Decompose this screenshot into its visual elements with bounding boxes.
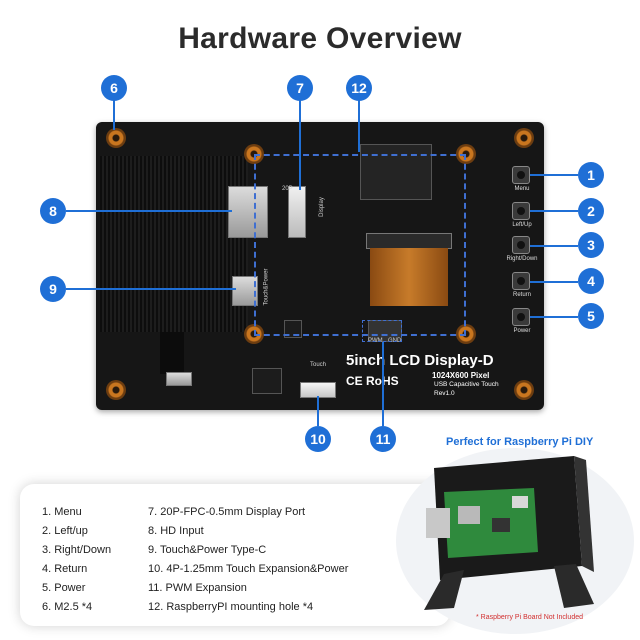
callout-line [530,245,578,247]
fpc-display-port [288,186,306,238]
silk-touch: Touch [310,362,327,368]
callout-line [299,100,301,190]
power-button-hw [512,308,530,326]
legend-item: 9. Touch&Power Type-C [148,544,267,556]
fpc-cable [370,248,448,306]
callout-2: 2 [578,198,604,224]
callout-line [530,316,578,318]
callout-line [530,210,578,212]
rpi-mounting-hole [456,324,476,344]
type-c-port [232,276,258,306]
pwm-highlight [362,320,402,342]
legend-item: 11. PWM Expansion [148,582,247,594]
promo-title: Perfect for Raspberry Pi DIY [446,436,594,448]
menu-button-hw [512,166,530,184]
callout-line [530,281,578,283]
ic-chip [284,320,302,338]
main-controller-chip [360,144,432,200]
button-label: Return [512,292,531,298]
legend-item: 8. HD Input [148,525,204,537]
display-with-pi-photo [424,456,594,610]
button-label: Right/Down [506,256,538,262]
legend-item: 2. Left/up [42,525,88,537]
callout-line [66,210,232,212]
certification-marks: CE RoHS [346,374,399,388]
hd-input-port [228,186,268,238]
product-name: 5inch LCD Display-D [346,352,494,369]
left-up-button-hw [512,202,530,220]
resolution-text: 1024X600 Pixel [432,371,490,380]
legend-item: 7. 20P-FPC-0.5mm Display Port [148,506,306,518]
mounting-hole-m25 [514,380,534,400]
callout-5: 5 [578,303,604,329]
callout-9: 9 [40,276,66,302]
promo-note: * Raspberry Pi Board Not Included [476,614,583,621]
callout-4: 4 [578,268,604,294]
callout-line [382,342,384,426]
legend-item: 5. Power [42,582,86,594]
legend-item: 10. 4P-1.25mm Touch Expansion&Power [148,563,349,575]
callout-line [113,100,115,130]
legend-item: 6. M2.5 *4 [42,601,93,613]
ic-chip [252,368,282,394]
mounting-hole-m25 [106,128,126,148]
callout-line [317,396,319,426]
panel-connector [166,372,192,386]
button-label: Menu [514,186,530,192]
touch-type-text: USB Capacitive Touch [434,381,499,388]
heatsink-panel [100,156,248,332]
rpi-outline [254,154,466,336]
legend-item: 12. RaspberryPI mounting hole *4 [148,601,314,613]
legend-item: 4. Return [42,563,88,575]
callout-10: 10 [305,426,331,452]
callout-1: 1 [578,162,604,188]
callout-7: 7 [287,75,313,101]
panel-cable [160,332,184,374]
callout-line [358,100,360,152]
callout-12: 12 [346,75,372,101]
silk-20p: 20P [282,186,293,192]
callout-line [66,288,236,290]
page-title: Hardware Overview [178,22,462,55]
button-label: Power [513,328,531,334]
legend-card [20,484,450,626]
mounting-hole-m25 [106,380,126,400]
callout-6: 6 [101,75,127,101]
button-label: Left/Up [512,222,532,228]
legend-item: 1. Menu [42,506,82,518]
mounting-hole-m25 [514,128,534,148]
return-button-hw [512,272,530,290]
callout-line [530,174,578,176]
callout-3: 3 [578,232,604,258]
legend-item: 3. Right/Down [42,544,112,556]
revision-text: Rev1.0 [434,390,455,397]
callout-11: 11 [370,426,396,452]
callout-8: 8 [40,198,66,224]
right-down-button-hw [512,236,530,254]
rpi-mounting-hole [456,144,476,164]
